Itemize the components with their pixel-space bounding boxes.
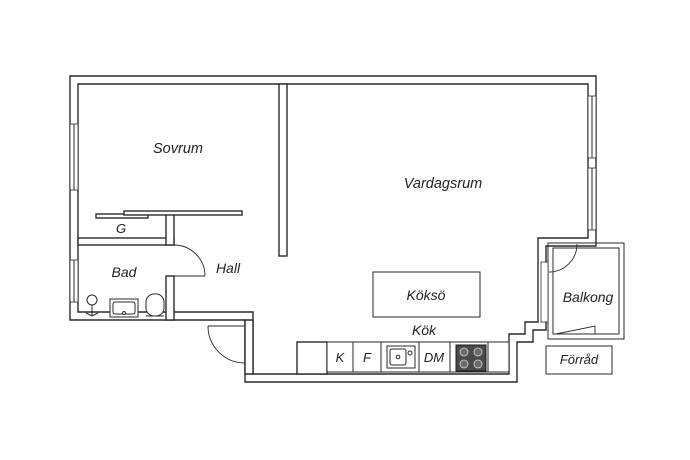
room-label-kitchen: Kök [412, 322, 437, 338]
room-label-wardrobe: G [116, 221, 126, 236]
sink-icon [386, 345, 416, 369]
dishwasher-label: DM [424, 350, 444, 365]
room-label-living-room: Vardagsrum [404, 176, 482, 192]
room-label-balcony: Balkong [563, 289, 614, 305]
outer-wall [69, 75, 597, 383]
shower-icon [85, 294, 99, 317]
kitchen-island [372, 271, 481, 318]
windows [69, 95, 597, 303]
wall-wardrobe-top-left [95, 213, 149, 219]
freezer-label: F [363, 350, 372, 365]
balcony-inner [552, 247, 620, 335]
room-label-bedroom: Sovrum [153, 141, 203, 157]
fridge-label: K [336, 350, 346, 365]
balcony-left-window [540, 261, 549, 323]
wall-bath-hall [165, 275, 175, 321]
room-label-hall: Hall [216, 260, 241, 276]
wall-wardrobe-side [165, 213, 175, 246]
wall-bedroom-bottom [77, 237, 175, 246]
wall-kitchen-right-stub [296, 341, 328, 375]
storage-box [545, 345, 613, 375]
wall-wardrobe-top-right [123, 210, 243, 216]
wall-kitchen-step [244, 319, 254, 375]
wall-bedroom-hall [278, 83, 288, 257]
washbasin-icon [109, 298, 139, 318]
room-label-bathroom: Bad [112, 264, 138, 280]
toilet-icon [145, 293, 165, 317]
stove-icon [455, 344, 487, 372]
room-label-storage: Förråd [560, 352, 599, 367]
kitchen-island-label: Köksö [407, 287, 446, 303]
doors [173, 243, 596, 364]
